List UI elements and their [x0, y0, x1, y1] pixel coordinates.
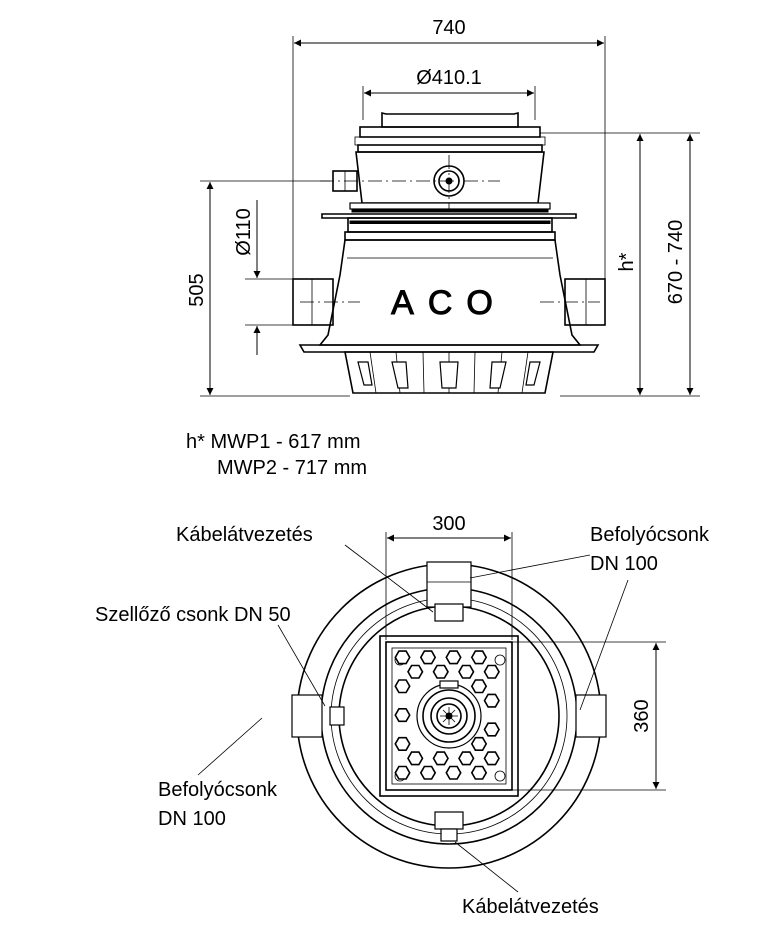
leader-inlet-right	[579, 579, 629, 711]
label-inlet-right-line2: DN 100	[590, 553, 658, 575]
grate-cell	[407, 664, 424, 679]
shaft-body	[292, 111, 606, 394]
label-inlet-left-line2: DN 100	[158, 808, 226, 830]
grate-cell	[470, 765, 488, 780]
grate-cell	[419, 650, 437, 665]
grate-cell	[445, 765, 462, 780]
dim-300-label: 300	[432, 513, 465, 535]
grate-cell	[394, 679, 411, 694]
grate-cell	[419, 765, 437, 780]
grate-cell	[394, 765, 411, 780]
dim-h-label: h*	[616, 252, 638, 271]
note-mwp2: MWP2 - 717 mm	[217, 457, 367, 479]
grate-cell	[483, 664, 500, 679]
dim-410-label: Ø410.1	[416, 67, 482, 89]
leader-vent	[277, 624, 326, 707]
grate-cell	[394, 650, 411, 665]
grate-cell	[470, 650, 488, 665]
dim-670-740-label: 670 - 740	[665, 220, 687, 305]
grate-cell	[458, 751, 475, 766]
grate-cell	[470, 679, 488, 694]
leader-cable-bottom	[454, 841, 519, 893]
honeycomb-grate	[394, 650, 500, 780]
top-view: 300 360	[197, 513, 666, 893]
grate-cell	[432, 664, 449, 679]
label-cable-bottom: Kábelátvezetés	[462, 896, 599, 918]
grate-cell	[483, 751, 500, 766]
label-cable-top: Kábelátvezetés	[176, 524, 313, 546]
grate-cell	[483, 693, 500, 708]
dim-360-label: 360	[631, 699, 653, 732]
grate-cell	[458, 664, 475, 679]
leader-inlet-right-top	[469, 554, 591, 579]
dim-740-label: 740	[432, 17, 465, 39]
grate-cell	[470, 736, 488, 752]
label-inlet-left-line1: Befolyócsonk	[158, 779, 278, 801]
grate-cell	[483, 722, 500, 737]
grate-cell	[445, 650, 462, 665]
grate-cell	[432, 751, 449, 766]
dim-505-label: 505	[186, 273, 208, 306]
note-mwp1: h* MWP1 - 617 mm	[186, 431, 360, 453]
label-inlet-right-line1: Befolyócsonk	[590, 524, 710, 546]
leader-inlet-left	[197, 717, 263, 776]
grate-cell	[394, 736, 411, 752]
brand-logo: ACO	[391, 284, 507, 322]
grate-cell	[407, 751, 424, 766]
dim-110-label: Ø110	[233, 208, 255, 255]
side-view: 740 Ø410.1 670 - 740 h* 505 Ø110	[186, 17, 700, 397]
grate-cell	[394, 707, 411, 723]
leader-cable-top	[344, 544, 434, 613]
label-vent: Szellőző csonk DN 50	[95, 604, 291, 626]
